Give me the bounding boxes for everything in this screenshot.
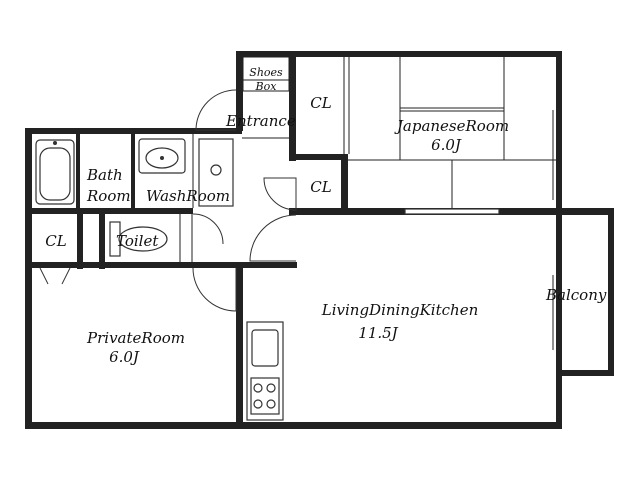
bath-room-label-line1: Bath xyxy=(86,166,123,184)
kitchen-counter xyxy=(246,321,284,421)
door-swings xyxy=(39,89,297,312)
wash-basin xyxy=(138,138,186,174)
entrance-label: Entrance xyxy=(225,112,296,130)
closet-left-label: CL xyxy=(45,232,66,250)
bath-room-label-line2: Room xyxy=(86,187,131,205)
japanese-room-label: JapaneseRoom xyxy=(394,117,509,135)
toilet-label: Toilet xyxy=(116,232,159,250)
closet-middle-label: CL xyxy=(310,178,331,196)
shoes-box-label-line2: Box xyxy=(255,80,278,93)
bathtub xyxy=(35,139,75,205)
ldk-size: 11.5J xyxy=(358,324,398,342)
thin-lines xyxy=(28,56,560,395)
closet-top-label: CL xyxy=(310,94,331,112)
japanese-room-size: 6.0J xyxy=(431,136,462,154)
balcony-label: Balcony xyxy=(545,286,607,304)
toilet-fixture xyxy=(109,221,168,257)
private-room-size: 6.0J xyxy=(109,348,140,366)
ldk-label: LivingDiningKitchen xyxy=(321,301,478,319)
private-room-label: PrivateRoom xyxy=(86,329,185,347)
wash-room-label: WashRoom xyxy=(146,187,230,205)
room-labels: Shoes Box Entrance CL JapaneseRoom 6.0J … xyxy=(45,66,607,366)
washing-machine xyxy=(198,138,234,207)
shoes-box-label-line1: Shoes xyxy=(249,66,283,79)
